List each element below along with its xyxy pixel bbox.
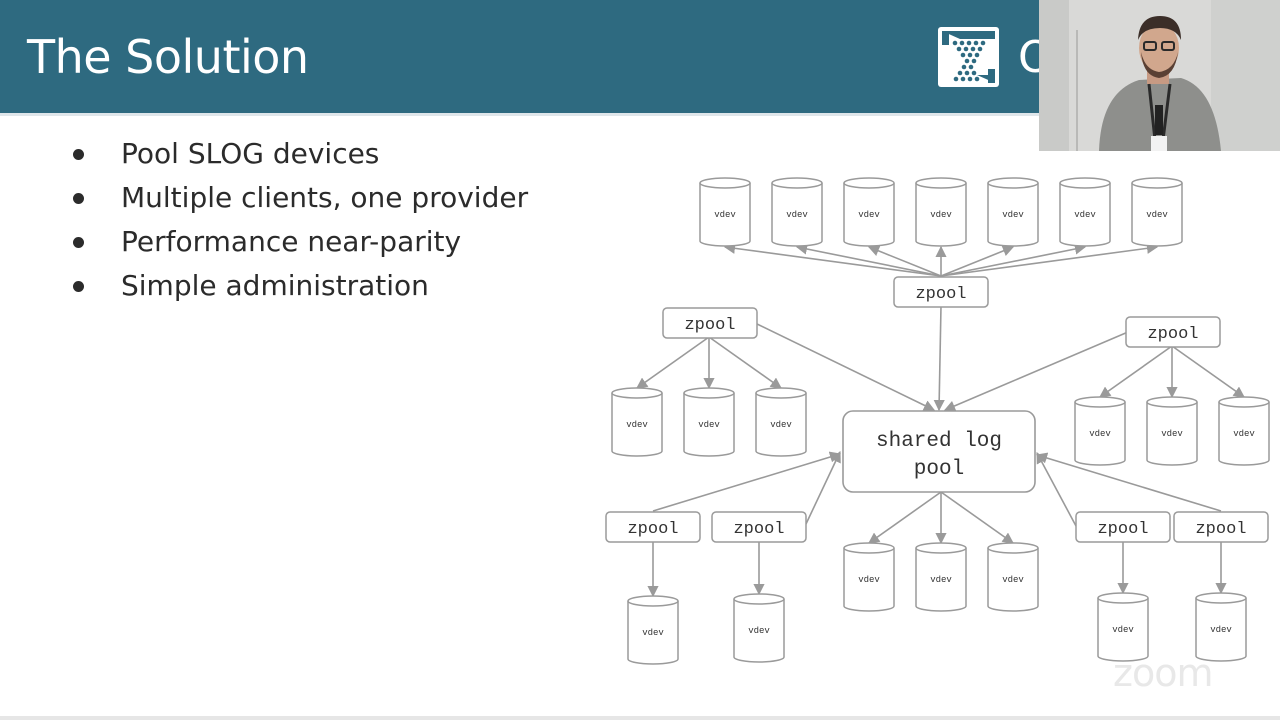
vdev-label: vdev xyxy=(1002,210,1024,220)
vdev-label: vdev xyxy=(1210,625,1232,635)
zpool-box xyxy=(1125,316,1221,348)
zpool-box xyxy=(893,276,989,308)
vdev-disk-icon: vdev xyxy=(987,542,1039,612)
zpool-box xyxy=(1075,511,1171,543)
diagram-arrow xyxy=(940,491,1014,544)
diagram-arrow xyxy=(636,336,710,389)
presenter-video xyxy=(1039,0,1280,151)
vdev-label: vdev xyxy=(770,420,792,430)
bullet-list: Pool SLOG devices Multiple clients, one … xyxy=(70,132,528,308)
vdev-disk-icon: vdev xyxy=(1097,592,1149,662)
vdev-label: vdev xyxy=(1161,429,1183,439)
diagram-arrow xyxy=(940,245,1015,277)
zpool-label: zpool xyxy=(627,520,678,539)
bullet-dot xyxy=(73,193,84,204)
diagram-arrow xyxy=(933,305,945,412)
diagram-arrow xyxy=(940,243,1087,277)
vdev-disk-icon: vdev xyxy=(683,387,735,457)
bullet-text: Multiple clients, one provider xyxy=(121,181,529,214)
vdev-disk-icon: vdev xyxy=(1059,177,1111,247)
diagram-arrow xyxy=(943,331,1129,412)
vdev-label: vdev xyxy=(626,420,648,430)
vdev-label: vdev xyxy=(1146,210,1168,220)
vdev-label: vdev xyxy=(930,575,952,585)
vdev-disk-icon: vdev xyxy=(1195,592,1247,662)
zpool-label: zpool xyxy=(1195,520,1246,539)
zpool-box xyxy=(711,511,807,543)
bullet-text: Pool SLOG devices xyxy=(121,137,380,170)
vdev-disk-icon: vdev xyxy=(987,177,1039,247)
vdev-disk-icon: vdev xyxy=(1131,177,1183,247)
shared-log-label-line2: pool xyxy=(914,458,964,481)
vdev-disk-icon: vdev xyxy=(915,177,967,247)
vdev-label: vdev xyxy=(714,210,736,220)
zfs-logo-icon xyxy=(938,27,999,87)
diagram-arrow xyxy=(754,322,936,411)
diagram-arrow xyxy=(867,245,942,277)
vdev-label: vdev xyxy=(1233,429,1255,439)
vdev-label: vdev xyxy=(1112,625,1134,635)
vdev-label: vdev xyxy=(858,575,880,585)
diagram-arrow xyxy=(940,242,1159,277)
diagram-arrow xyxy=(708,336,782,389)
diagram-arrow xyxy=(795,243,942,277)
zpool-box xyxy=(662,307,758,339)
slide-title: The Solution xyxy=(27,30,309,84)
zpool-box xyxy=(605,511,701,543)
vdev-disk-icon: vdev xyxy=(733,593,785,663)
zpool-label: zpool xyxy=(1097,520,1148,539)
vdev-label: vdev xyxy=(698,420,720,430)
zpool-label: zpool xyxy=(915,285,966,304)
zpool-label: zpool xyxy=(1147,325,1198,344)
bullet-item: Multiple clients, one provider xyxy=(70,176,528,220)
bottom-divider xyxy=(0,716,1280,720)
vdev-disk-icon: vdev xyxy=(1218,396,1270,466)
diagram-arrow xyxy=(1099,345,1173,398)
vdev-label: vdev xyxy=(642,628,664,638)
vdev-label: vdev xyxy=(786,210,808,220)
diagram-arrow xyxy=(1171,345,1245,398)
vdev-disk-icon: vdev xyxy=(611,387,663,457)
vdev-label: vdev xyxy=(1002,575,1024,585)
bullet-item: Simple administration xyxy=(70,264,528,308)
vdev-disk-icon: vdev xyxy=(1146,396,1198,466)
vdev-disk-icon: vdev xyxy=(843,542,895,612)
bullet-text: Simple administration xyxy=(121,269,429,302)
diagram-arrow xyxy=(805,450,841,525)
diagram-arrow xyxy=(1036,452,1077,527)
vdev-disk-icon: vdev xyxy=(843,177,895,247)
vdev-disk-icon: vdev xyxy=(771,177,823,247)
shared-log-label-line1: shared log xyxy=(876,430,1002,453)
header-divider xyxy=(0,113,1280,116)
vdev-label: vdev xyxy=(930,210,952,220)
bullet-item: Performance near-parity xyxy=(70,220,528,264)
vdev-label: vdev xyxy=(858,210,880,220)
zpool-label: zpool xyxy=(684,316,735,335)
zpool-box xyxy=(1173,511,1269,543)
vdev-disk-icon: vdev xyxy=(1074,396,1126,466)
zoom-watermark: zoom xyxy=(1113,651,1213,695)
vdev-label: vdev xyxy=(1074,210,1096,220)
diagram-arrow xyxy=(723,242,942,277)
diagram-arrow xyxy=(652,451,842,512)
vdev-label: vdev xyxy=(748,626,770,636)
vdev-label: vdev xyxy=(1089,429,1111,439)
diagram-arrow xyxy=(868,491,942,544)
vdev-disk-icon: vdev xyxy=(915,542,967,612)
vdev-disk-icon: vdev xyxy=(755,387,807,457)
shared-log-pool-box xyxy=(842,410,1036,493)
bullet-dot xyxy=(73,149,84,160)
vdev-disk-icon: vdev xyxy=(699,177,751,247)
bullet-dot xyxy=(73,281,84,292)
bullet-dot xyxy=(73,237,84,248)
diagram-arrow xyxy=(1035,452,1222,512)
bullet-text: Performance near-parity xyxy=(121,225,462,258)
vdev-disk-icon: vdev xyxy=(627,595,679,665)
bullet-item: Pool SLOG devices xyxy=(70,132,528,176)
zpool-label: zpool xyxy=(733,520,784,539)
